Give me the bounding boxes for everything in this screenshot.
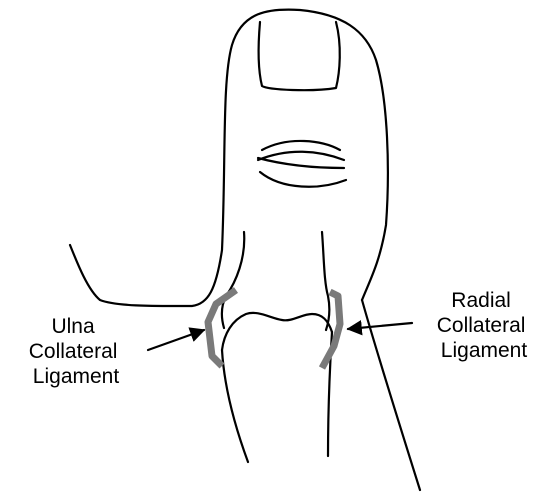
radial-label-line-3: Ligament [441,339,528,362]
thumb-right-edge [362,300,420,490]
radial-label: Radial Collateral Ligament [437,289,532,362]
phalanx-right-side [322,232,329,330]
crease-middle [258,158,344,168]
knuckle-creases [258,141,346,187]
ulna-label-line-3: Ligament [33,365,120,388]
radial-label-line-2: Collateral [437,314,526,337]
ulna-pointer-arrow [148,330,204,350]
ulna-label-line-2: Collateral [29,340,118,363]
crease-upper-long [258,152,344,160]
proximal-phalanx [222,232,329,330]
thumb-outline [70,10,420,490]
radial-pointer-arrow [348,323,412,329]
metacarpal-left-shaft [222,350,248,462]
radial-label-line-1: Radial [451,289,511,312]
crease-top [262,141,340,150]
ulna-label-line-1: Ulna [51,315,95,338]
metacarpal-head [222,313,332,350]
ulna-label: Ulna Collateral Ligament [29,315,124,388]
metacarpal-bone [222,313,332,462]
thumbnail [259,22,340,90]
crease-bottom [260,172,346,187]
phalanx-left-side [222,232,244,328]
